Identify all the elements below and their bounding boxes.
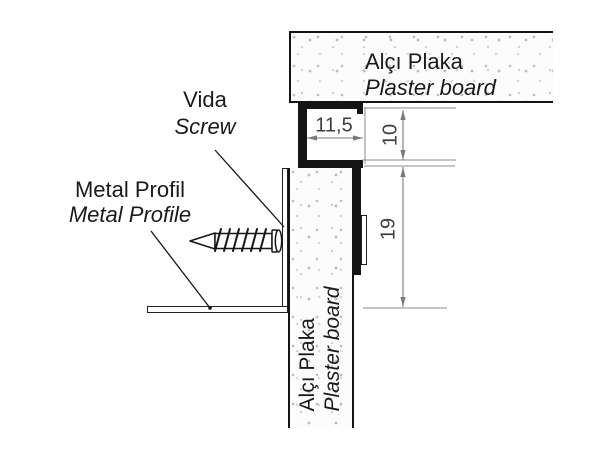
extension-lines xyxy=(362,107,456,309)
screw-label-en: Screw xyxy=(174,113,236,139)
metal-profile-flange xyxy=(147,306,288,313)
dimension-arrows xyxy=(307,110,406,307)
top-board-label-en: Plaster board xyxy=(365,74,496,100)
profile-top-flange xyxy=(298,101,363,109)
screw-label-tr: Vida xyxy=(183,87,227,112)
side-plaster-board xyxy=(288,168,354,428)
top-board-label-tr: Alçı Plaka xyxy=(365,49,463,74)
profile-clip xyxy=(361,215,367,265)
screw-icon xyxy=(189,228,283,253)
profile-web-left xyxy=(298,101,307,168)
dim-profile-depth: 19 xyxy=(377,217,400,241)
metal-profile-label-tr: Metal Profil xyxy=(74,177,186,202)
top-plaster-board xyxy=(289,31,553,103)
top-board-label: Alçı Plaka Plaster board xyxy=(365,49,496,101)
leader-dot xyxy=(208,306,212,310)
dim-gap-width: 11,5 xyxy=(315,114,353,137)
metal-profile-label-en: Metal Profile xyxy=(68,202,192,228)
leader-lines xyxy=(150,149,285,309)
dim-gap-height: 10 xyxy=(379,123,402,147)
profile-face-band xyxy=(353,160,361,275)
screw-label: Vida Screw xyxy=(159,87,251,141)
metal-profile-label: Metal Profil Metal Profile xyxy=(52,177,208,228)
profile-bottom-flange xyxy=(298,160,363,168)
profile-top-lip xyxy=(357,101,363,114)
